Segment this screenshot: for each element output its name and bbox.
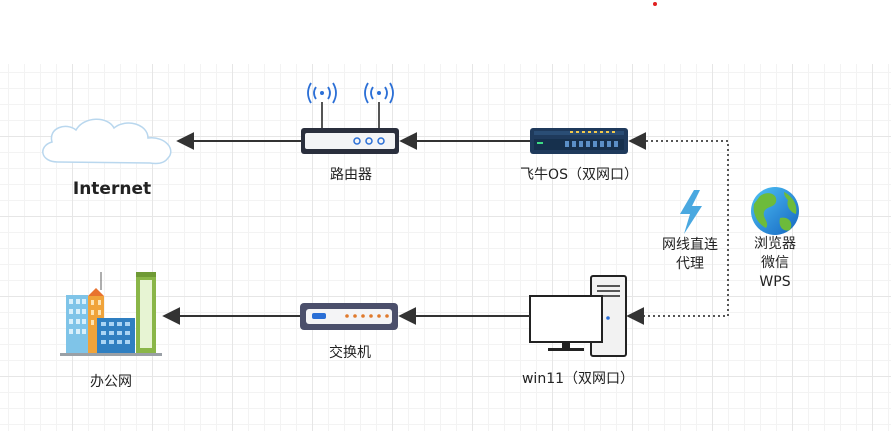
grid-background — [0, 64, 891, 431]
globe-icon — [751, 187, 799, 235]
edge-win11-proxy-fnos — [626, 132, 729, 325]
switch-label: 交换机 — [329, 345, 371, 361]
router-icon — [301, 82, 399, 154]
switch-icon — [300, 303, 398, 330]
cable-proxy-label: 网线直连 代理 — [662, 237, 718, 272]
lightning-icon — [680, 190, 702, 234]
office-buildings-icon — [60, 272, 162, 356]
router-label: 路由器 — [330, 167, 372, 183]
internet-label: Internet — [72, 179, 152, 199]
nas-device-icon — [530, 128, 628, 154]
apps-label: 浏览器 微信 WPS — [754, 236, 796, 290]
fnos-label: 飞牛OS（双网口） — [520, 167, 638, 183]
pc-icon — [529, 275, 627, 357]
red-dot — [653, 2, 657, 6]
office-label: 办公网 — [90, 374, 132, 390]
cloud-icon — [42, 118, 172, 165]
win11-label: win11（双网口） — [521, 371, 635, 387]
